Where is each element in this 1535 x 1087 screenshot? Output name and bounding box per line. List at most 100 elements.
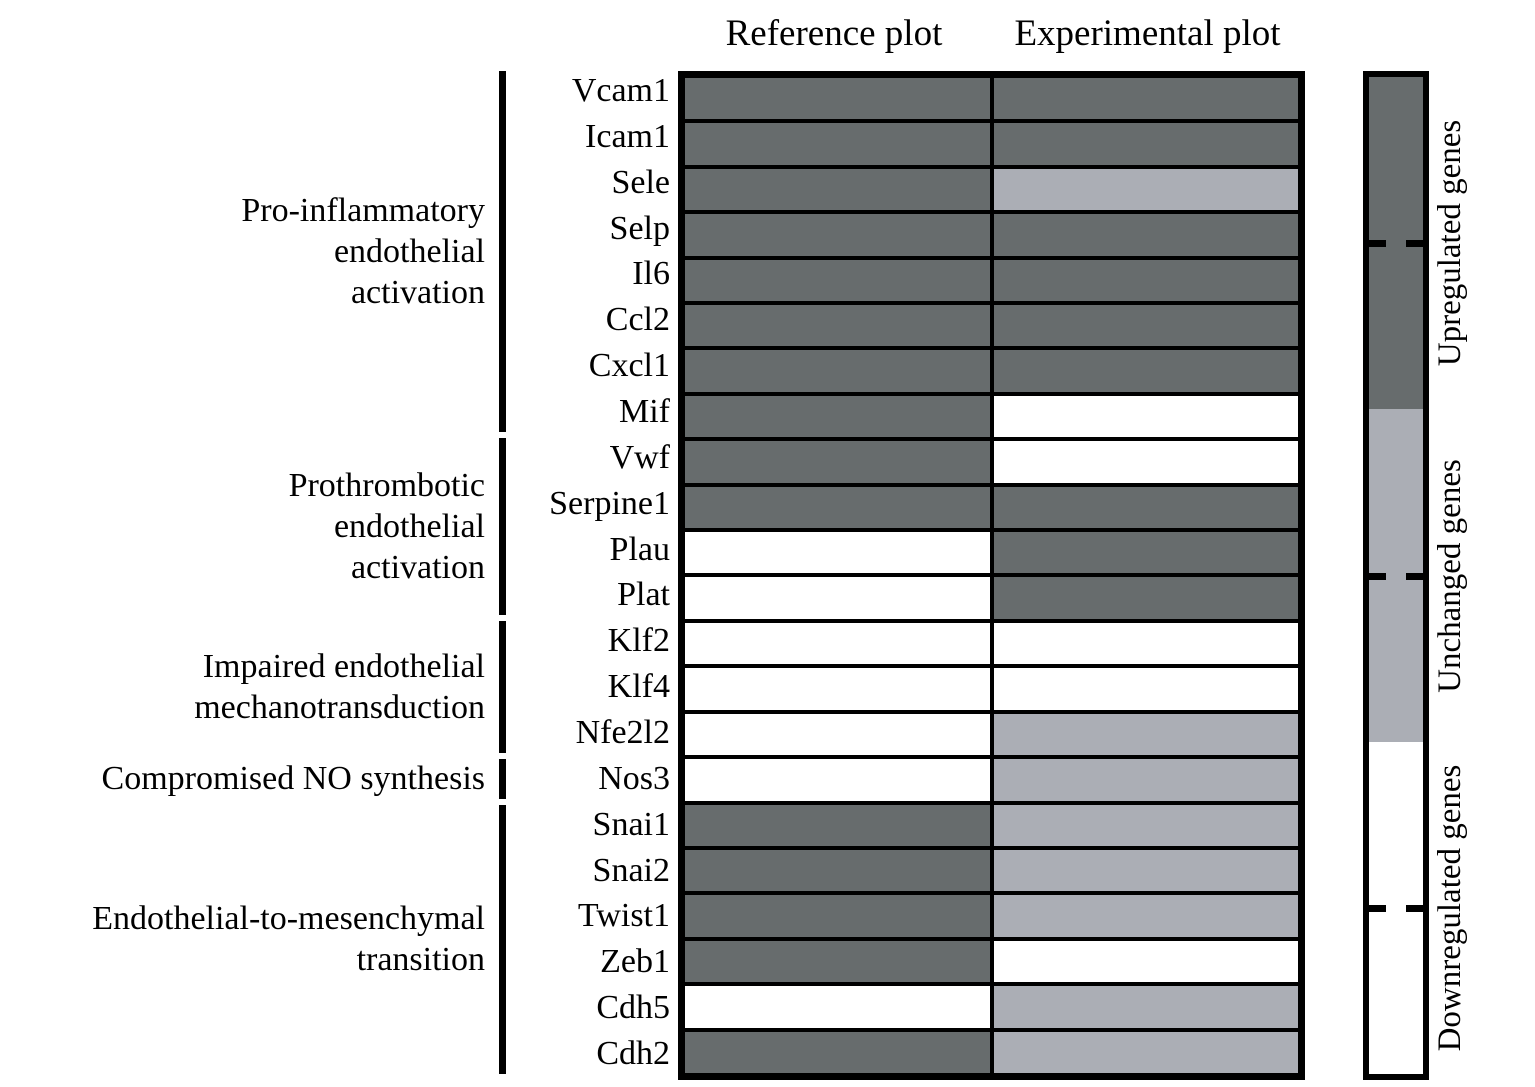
heatmap-row: [683, 439, 1300, 485]
heatmap-row: [683, 666, 1300, 712]
heatmap-cell: [683, 484, 992, 531]
gene-label-snai1: Snai1: [592, 805, 670, 843]
colorbar-tick: [1369, 904, 1386, 912]
heatmap-cell: [683, 439, 992, 485]
heatmap-cell: [683, 666, 992, 712]
colorbar: [1363, 71, 1429, 1080]
heatmap-row: [683, 121, 1300, 167]
gene-label-klf4: Klf4: [607, 668, 670, 706]
heatmap-cell: [683, 984, 992, 1030]
category-bracket-no-synthesis: [499, 758, 506, 799]
category-bracket-mechanotransduction: [499, 621, 506, 753]
heatmap-cell: [991, 1029, 1300, 1075]
heatmap-row: [683, 847, 1300, 894]
heatmap-cell: [683, 393, 992, 440]
heatmap-cell: [683, 620, 992, 667]
colorbar-tick: [1406, 240, 1423, 248]
heatmap-cell: [683, 802, 992, 848]
heatmap-cell: [991, 439, 1300, 485]
gene-label-il6: Il6: [632, 255, 670, 293]
heatmap-cell: [991, 212, 1300, 258]
gene-label-zeb1: Zeb1: [600, 943, 670, 981]
gene-label-cdh2: Cdh2: [596, 1035, 670, 1073]
gene-label-sele: Sele: [611, 163, 670, 201]
heatmap-cell: [683, 121, 992, 167]
heatmap-cell: [991, 257, 1300, 304]
heatmap-cell: [683, 757, 992, 803]
gene-label-icam1: Icam1: [585, 117, 670, 155]
heatmap-row: [683, 212, 1300, 258]
category-label-endmt: Endothelial-to-mesenchymal transition: [92, 900, 485, 979]
heatmap-cell: [991, 76, 1300, 122]
gene-label-vwf: Vwf: [609, 438, 670, 476]
heatmap-row: [683, 802, 1300, 848]
heatmap-cell: [683, 1029, 992, 1075]
heatmap-row: [683, 893, 1300, 939]
heatmap-row: [683, 984, 1300, 1030]
heatmap-cell: [991, 575, 1300, 621]
heatmap-row: [683, 1029, 1300, 1075]
gene-label-serpine1: Serpine1: [549, 484, 670, 522]
heatmap-cell: [991, 393, 1300, 440]
heatmap-row: [683, 348, 1300, 394]
category-label-pro-inflammatory: Pro-inflammatory endothelial activation: [241, 191, 485, 311]
category-bracket-pro-inflammatory: [499, 71, 506, 432]
category-label-prothrombotic: Prothrombotic endothelial activation: [288, 467, 485, 587]
heatmap-row: [683, 166, 1300, 213]
heatmap-cell: [991, 303, 1300, 349]
heatmap-row: [683, 76, 1300, 122]
heatmap-cell: [991, 802, 1300, 848]
heatmap-cell: [991, 484, 1300, 531]
gene-label-plat: Plat: [617, 576, 670, 614]
heatmap-row: [683, 484, 1300, 531]
heatmap-cell: [683, 257, 992, 304]
heatmap-cell: [991, 847, 1300, 894]
heatmap-row: [683, 303, 1300, 349]
heatmap-cell: [683, 938, 992, 985]
colorbar-label-down: Downregulated genes: [1432, 764, 1468, 1052]
colorbar-tick: [1406, 904, 1423, 912]
category-label-no-synthesis: Compromised NO synthesis: [101, 760, 485, 798]
gene-label-ccl2: Ccl2: [605, 301, 670, 339]
column-header-experimental-plot: Experimental plot: [1014, 13, 1281, 54]
heatmap-cell: [683, 348, 992, 394]
heatmap-cell: [991, 757, 1300, 803]
heatmap-grid: [678, 71, 1305, 1080]
heatmap-cell: [991, 893, 1300, 939]
heatmap-cell: [991, 348, 1300, 394]
heatmap-row: [683, 620, 1300, 667]
gene-label-klf2: Klf2: [607, 622, 670, 660]
heatmap-cell: [991, 984, 1300, 1030]
category-bracket-endmt: [499, 804, 506, 1074]
heatmap-row: [683, 575, 1300, 621]
gene-label-cxcl1: Cxcl1: [588, 347, 670, 385]
heatmap-row: [683, 257, 1300, 304]
heatmap-row: [683, 757, 1300, 803]
heatmap-cell: [991, 711, 1300, 758]
heatmap-cell: [683, 893, 992, 939]
colorbar-tick: [1369, 240, 1386, 248]
gene-label-twist1: Twist1: [577, 897, 670, 935]
gene-label-plau: Plau: [609, 530, 670, 568]
gene-label-mif: Mif: [619, 392, 670, 430]
heatmap-cell: [683, 847, 992, 894]
heatmap-cell: [683, 166, 992, 213]
colorbar-tick: [1369, 572, 1386, 580]
column-header-reference-plot: Reference plot: [725, 13, 943, 54]
gene-label-vcam1: Vcam1: [571, 71, 670, 109]
heatmap-row: [683, 393, 1300, 440]
gene-label-nfe2l2: Nfe2l2: [575, 714, 670, 752]
heatmap-cell: [991, 938, 1300, 985]
heatmap-cell: [683, 575, 992, 621]
heatmap-cell: [683, 530, 992, 576]
gene-label-snai2: Snai2: [592, 851, 670, 889]
heatmap-cell: [991, 121, 1300, 167]
heatmap-cell: [991, 530, 1300, 576]
heatmap-cell: [683, 76, 992, 122]
gene-label-nos3: Nos3: [598, 759, 670, 797]
heatmap-cell: [991, 166, 1300, 213]
heatmap-cell: [683, 212, 992, 258]
heatmap-row: [683, 711, 1300, 758]
category-bracket-prothrombotic: [499, 437, 506, 616]
